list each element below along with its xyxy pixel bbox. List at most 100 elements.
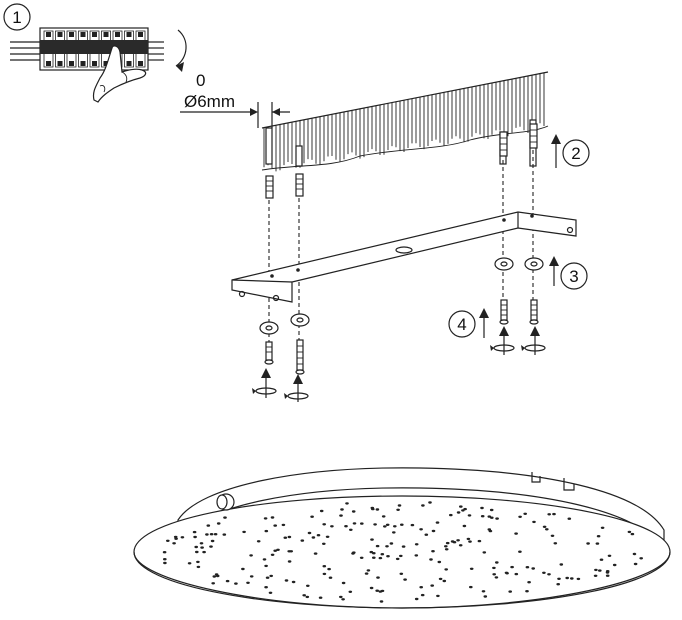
led-dot — [437, 560, 442, 564]
led-dot — [322, 523, 327, 526]
led-dot — [256, 540, 261, 543]
led-dot — [420, 593, 425, 597]
led-dot — [344, 525, 348, 528]
led-dot — [480, 506, 484, 510]
step-1-callout: 1 — [3, 3, 31, 31]
led-dot — [196, 560, 200, 564]
led-dot — [605, 571, 610, 574]
led-dot — [542, 571, 546, 574]
led-dot — [385, 545, 389, 548]
led-dot — [216, 522, 221, 525]
led-dot — [269, 574, 274, 578]
led-dot — [599, 558, 604, 561]
led-dot — [385, 523, 390, 526]
led-dot — [376, 576, 380, 579]
led-dot — [462, 524, 467, 528]
led-dot — [392, 531, 396, 534]
terminal-screw — [138, 61, 143, 66]
led-dot — [542, 525, 547, 528]
wall-anchor — [529, 123, 538, 149]
led-dot — [268, 591, 273, 594]
led-dot — [559, 563, 564, 566]
led-dot — [270, 516, 275, 519]
screw — [264, 341, 274, 365]
terminal-screw — [126, 32, 132, 37]
led-dot — [371, 507, 375, 511]
led-dot — [212, 575, 217, 578]
screwdriver-arrow-icon — [490, 326, 515, 355]
breaker-off-label: 0 — [196, 71, 205, 90]
led-dot — [330, 525, 334, 528]
washer — [494, 257, 514, 271]
led-dot — [369, 550, 374, 554]
led-dot — [397, 504, 402, 507]
washer — [290, 313, 310, 327]
led-dot — [518, 515, 522, 518]
wall-anchor — [265, 175, 274, 199]
led-dot — [262, 558, 267, 561]
led-dot — [557, 577, 561, 580]
led-dot — [545, 528, 549, 531]
led-dot — [341, 581, 346, 585]
led-dot — [492, 566, 496, 570]
led-dot — [442, 579, 447, 583]
led-dot — [311, 536, 316, 539]
washer — [259, 321, 279, 335]
led-dot — [632, 552, 637, 556]
step-4-callout: 4 — [448, 308, 489, 338]
led-dot — [410, 523, 415, 527]
led-dot — [200, 546, 204, 549]
led-dot — [378, 556, 383, 560]
led-dot — [380, 589, 385, 593]
led-dot — [553, 542, 558, 545]
led-dot — [444, 568, 449, 571]
led-dot — [386, 555, 390, 558]
led-dot — [348, 590, 353, 593]
led-dot — [380, 553, 385, 556]
led-dot — [322, 542, 326, 545]
wall-anchor — [295, 173, 304, 197]
led-dot — [375, 508, 380, 511]
led-dot — [319, 509, 324, 513]
led-dot — [467, 514, 472, 517]
terminal-screw — [57, 61, 63, 66]
led-dot — [283, 536, 288, 539]
led-dot — [593, 574, 598, 577]
led-dot — [234, 582, 238, 585]
terminal-screw — [69, 61, 74, 66]
led-dot — [565, 576, 569, 580]
ceiling-lamp-disc — [133, 467, 671, 609]
led-dot — [276, 548, 280, 551]
led-dot — [586, 542, 590, 545]
led-dot — [373, 523, 377, 526]
led-dot — [300, 539, 305, 542]
wall-anchor — [499, 131, 508, 157]
led-dot — [600, 526, 605, 529]
step-2-label: 2 — [571, 144, 580, 163]
led-dot — [633, 562, 638, 566]
led-dot — [202, 550, 206, 554]
led-dot — [316, 534, 321, 537]
led-dot — [419, 586, 424, 589]
led-dot — [456, 539, 460, 542]
led-dot — [436, 594, 440, 598]
led-dot — [514, 532, 518, 535]
led-dot — [242, 530, 246, 534]
step-1-label: 1 — [12, 8, 21, 27]
led-dot — [370, 538, 374, 541]
led-dot — [435, 521, 440, 524]
led-dot — [205, 533, 209, 536]
terminal-screw — [46, 61, 51, 66]
led-dot — [430, 584, 435, 587]
led-dot — [469, 567, 474, 570]
step-3-label: 3 — [569, 267, 578, 286]
led-dot — [339, 514, 343, 517]
led-dot — [508, 590, 512, 593]
led-dot — [594, 568, 598, 572]
led-dot — [510, 565, 514, 569]
led-dot — [449, 513, 453, 517]
screwdriver-arrow-icon — [521, 326, 546, 355]
led-dot — [596, 535, 601, 538]
led-dot — [492, 573, 497, 576]
led-dot — [287, 550, 292, 553]
